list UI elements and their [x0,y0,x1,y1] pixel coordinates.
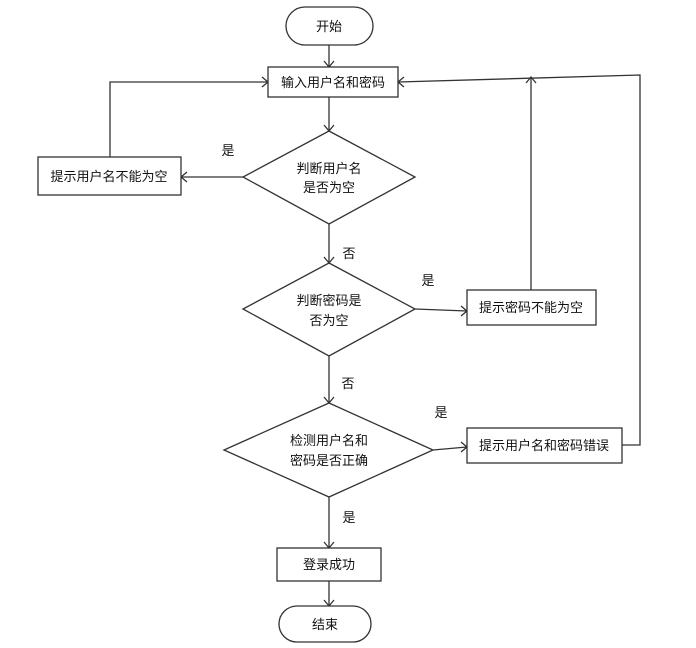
node-input: 输入用户名和密码 [267,66,399,98]
check-username-decision [241,130,417,225]
check-username-line-2: 是否为空 [303,181,355,196]
node-error-msg: 提示用户名和密码错误 [466,427,623,464]
check-password-line-2: 否为空 [309,314,348,329]
edge-password-yes [414,308,468,312]
error-box [466,427,623,464]
start-label: 开始 [316,20,342,35]
node-username-empty-msg: 提示用户名不能为空 [37,156,182,196]
start-terminal [285,6,374,46]
check-password-line-1: 判断密码是 [296,293,361,309]
validate-line-2: 密码是否正确 [290,453,368,469]
node-success: 登录成功 [276,547,382,582]
node-check-username: 判断用户名 是否为空 [241,130,417,225]
error-label: 提示用户名和密码错误 [479,438,609,454]
label-username-no: 否 [342,247,355,262]
node-start: 开始 [285,6,374,46]
success-box [276,547,382,582]
label-username-yes: 是 [221,144,234,159]
edge-validate-error [432,446,468,451]
label-validate-yes-right: 是 [434,406,447,421]
username-empty-box [37,156,182,196]
node-end: 结束 [278,605,372,643]
end-terminal [278,605,372,643]
edges [109,45,641,608]
success-label: 登录成功 [303,558,355,573]
label-password-no: 否 [341,377,354,392]
node-validate: 检测用户名和 密码是否正确 [222,402,435,498]
validate-line-1: 检测用户名和 [290,433,368,449]
end-label: 结束 [312,618,338,633]
validate-decision [222,402,435,498]
node-check-password: 判断密码是 否为空 [241,262,417,357]
edge-labels: 是 否 是 否 是 是 [221,144,447,526]
label-validate-yes-down: 是 [342,511,355,526]
username-empty-label: 提示用户名不能为空 [50,169,167,185]
password-empty-label: 提示密码不能为空 [479,300,583,316]
node-password-empty-msg: 提示密码不能为空 [466,289,597,326]
input-box [267,66,399,98]
edge-error-to-input [397,74,641,446]
arrow-password-msg-up [525,75,537,84]
check-username-line-1: 判断用户名 [296,161,361,177]
label-password-yes: 是 [421,274,434,289]
password-empty-box [466,289,597,326]
input-label: 输入用户名和密码 [281,75,385,91]
edge-username-msg-to-input [109,81,268,157]
check-password-decision [241,262,417,357]
